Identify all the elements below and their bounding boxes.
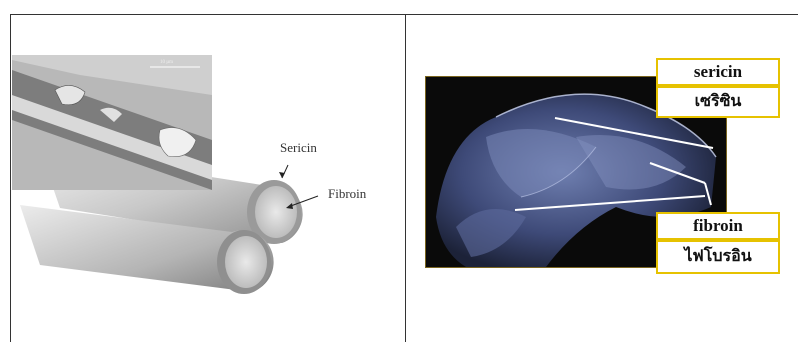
micrograph-leader-lines (405, 0, 798, 342)
tag-fibroin-english: fibroin (656, 212, 780, 240)
upper-fiber-fibroin-core (255, 186, 297, 238)
label-fibroin: Fibroin (328, 186, 366, 202)
sem-micrograph (12, 55, 212, 190)
tag-sericin-thai: เซริซิน (656, 86, 780, 118)
sericin-arrow-icon (279, 172, 285, 178)
silk-fiber-diagram (0, 0, 405, 342)
label-sericin: Sericin (280, 140, 317, 156)
scale-bar-label: 10 µm (160, 60, 173, 65)
tag-fibroin-thai: ไฟโบรอิน (656, 240, 780, 274)
tag-sericin-english: sericin (656, 58, 780, 86)
lower-fiber-fibroin-core (225, 236, 267, 288)
